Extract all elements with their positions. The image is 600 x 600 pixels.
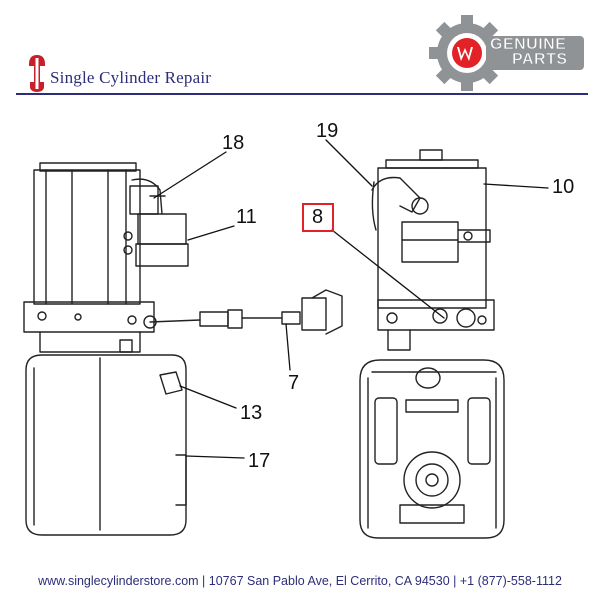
- right-pump-unit: [359, 149, 505, 539]
- badge-line-parts: PARTS: [512, 51, 568, 68]
- gear-w-icon: [429, 15, 584, 91]
- brand-name: Single Cylinder Repair: [50, 68, 212, 87]
- callout-17[interactable]: 17: [248, 450, 271, 472]
- parts-diagram: [23, 139, 549, 539]
- red-cylinder-logo-icon: [29, 55, 45, 92]
- callout-7[interactable]: 7: [288, 372, 300, 394]
- highlight-box: [302, 203, 334, 232]
- left-pump-unit: [23, 162, 343, 536]
- callout-18[interactable]: 18: [222, 132, 245, 154]
- callout-10[interactable]: 10: [552, 176, 575, 198]
- callout-11[interactable]: 11: [236, 206, 257, 228]
- leader-lines: [153, 139, 549, 459]
- callout-19[interactable]: 19: [316, 120, 339, 142]
- callout-13[interactable]: 13: [240, 402, 263, 424]
- callout-8[interactable]: 8: [312, 206, 324, 228]
- header-divider: [16, 93, 588, 95]
- badge-line-genuine: GENUINE: [490, 36, 567, 53]
- footer-contact: www.singlecylinderstore.com | 10767 San …: [38, 574, 562, 588]
